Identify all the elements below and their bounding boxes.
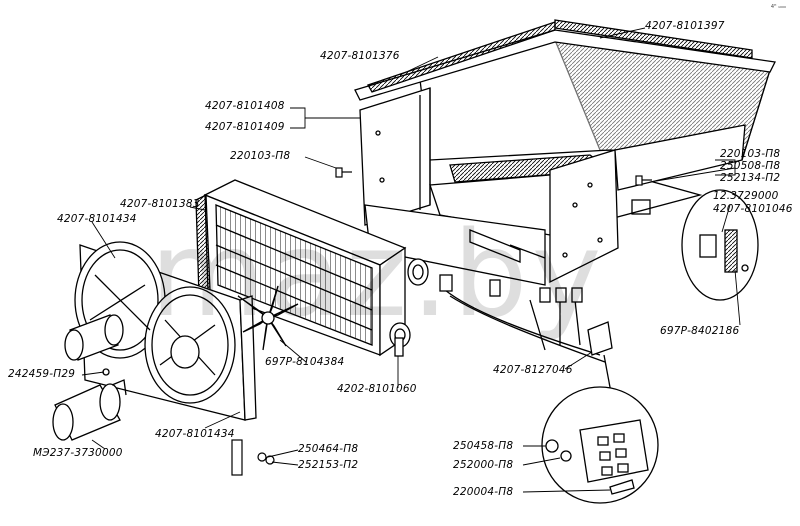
label-4207-8101376: 4207-8101376 [320,50,400,62]
label-250458-p8: 250458-П8 [453,440,514,452]
label-250464-p8: 250464-П8 [298,443,359,455]
electric-motor [52,368,127,441]
label-12-3729000: 12.3729000 [713,190,779,202]
label-4207-8101434-top: 4207-8101434 [57,213,137,225]
label-4207-8101046: 4207-8101046 [713,203,793,215]
label-252153-p2: 252153-П2 [298,459,359,471]
label-4207-8101383: 4207-8101383 [120,198,200,210]
wiring-harness [439,274,613,399]
label-252134-p2: 252134-П2 [720,172,781,184]
switch-detail [681,189,759,301]
label-697r-8104384: 697Р-8104384 [265,356,345,368]
heater-housing [354,19,776,286]
radiator-core [195,179,429,357]
label-4207-8101434-bottom: 4207-8101434 [155,428,235,440]
label-697r-8402186: 697Р-8402186 [660,325,740,337]
label-220103-p8-left: 220103-П8 [230,150,291,162]
fasteners [231,167,652,476]
connector-detail [541,386,659,504]
leader-lines [81,27,741,493]
label-4207-8101409: 4207-8101409 [205,121,285,133]
label-220004-p8: 220004-П8 [453,486,514,498]
fan-assembly [64,241,299,421]
label-me237-3730000: МЭ237-3730000 [33,447,123,459]
label-4207-8101397: 4207-8101397 [645,20,725,32]
label-220103-p8-right: 220103-П8 [720,148,781,160]
corner-mark: 4ᴴ ₁₀₀₀ [770,4,786,10]
label-250508-p8: 250508-П8 [720,160,781,172]
label-4202-8101060: 4202-8101060 [337,383,417,395]
label-242459-p29: 242459-П29 [8,368,76,380]
label-252000-p8: 252000-П8 [453,459,514,471]
label-4207-8127046: 4207-8127046 [493,364,573,376]
label-4207-8101408: 4207-8101408 [205,100,285,112]
